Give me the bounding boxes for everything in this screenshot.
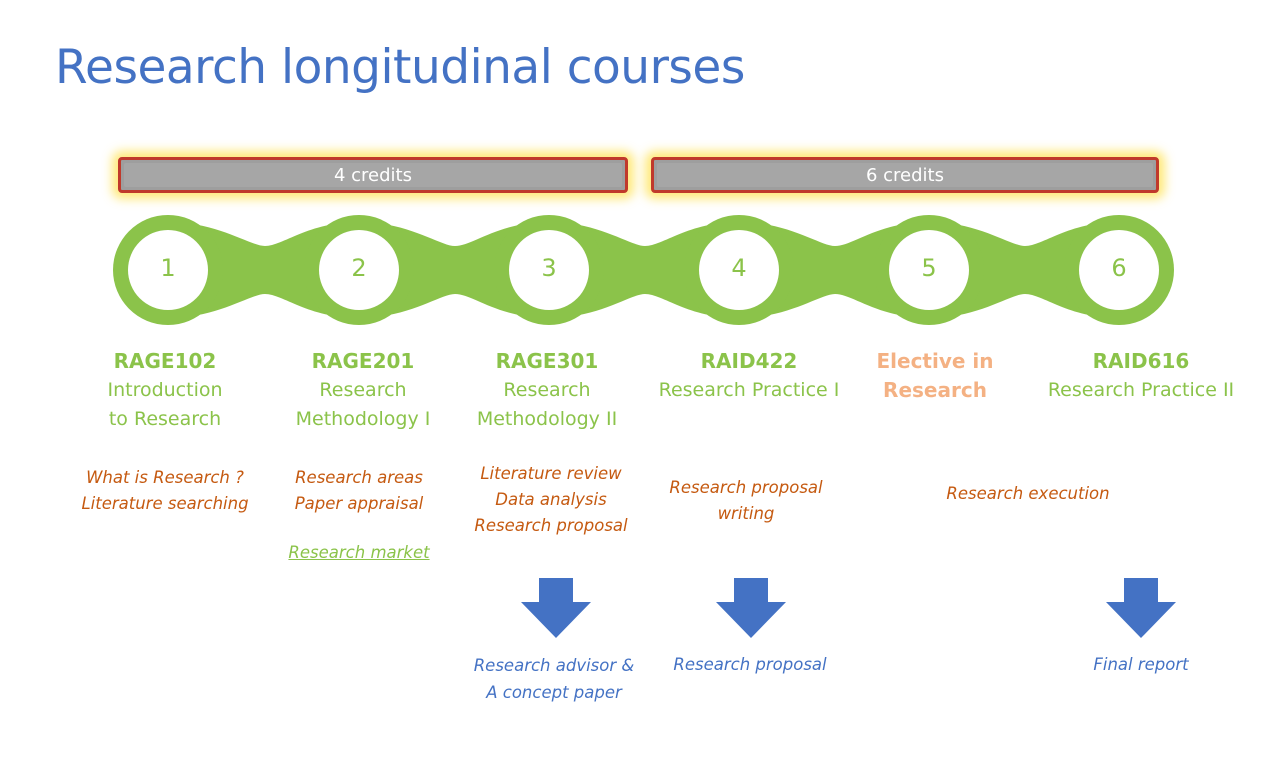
topic-item: Research proposal xyxy=(474,516,628,535)
course-name: Research xyxy=(883,378,987,402)
output-6: Final report xyxy=(1031,651,1251,678)
topic-item: Literature review xyxy=(480,464,622,483)
topic-item: Research execution xyxy=(946,484,1110,503)
course-name: Research Practice I xyxy=(658,379,840,401)
research-market-link[interactable]: Research market xyxy=(288,543,430,562)
output-item: Final report xyxy=(1093,655,1189,674)
step-number-2: 2 xyxy=(351,254,367,282)
course-name: to Research xyxy=(108,408,222,430)
topics-1: What is Research ? Literature searching xyxy=(55,465,275,517)
page-title: Research longitudinal courses xyxy=(55,40,745,95)
course-code: RAGE201 xyxy=(311,349,415,373)
course-1: RAGE102 Introduction to Research xyxy=(65,347,265,434)
course-name: Methodology I xyxy=(295,408,431,430)
course-code: RAID616 xyxy=(1092,349,1190,373)
arrow-down-icon xyxy=(1106,578,1176,638)
output-item: Research advisor & xyxy=(473,656,635,675)
course-name: Methodology II xyxy=(476,408,618,430)
course-4: RAID422 Research Practice I xyxy=(649,347,849,405)
topic-item: Research areas xyxy=(295,468,423,487)
course-name: Elective in xyxy=(876,349,994,373)
course-name: Research Practice II xyxy=(1047,379,1235,401)
course-code: RAID422 xyxy=(700,349,798,373)
course-name: Introduction xyxy=(107,379,223,401)
topics-3: Literature review Data analysis Research… xyxy=(441,461,661,539)
step-number-5: 5 xyxy=(921,254,937,282)
topic-item: writing xyxy=(717,504,775,523)
output-3: Research advisor & A concept paper xyxy=(444,652,664,706)
output-item: A concept paper xyxy=(486,683,622,702)
course-6: RAID616 Research Practice II xyxy=(1041,347,1241,405)
credits-label: 4 credits xyxy=(333,164,412,186)
topics-5-6: Research execution xyxy=(918,481,1138,507)
topics-4: Research proposal writing xyxy=(636,475,856,527)
topics-2: Research areas Paper appraisal xyxy=(249,465,469,517)
credits-label: 6 credits xyxy=(865,164,944,186)
step-number-6: 6 xyxy=(1111,254,1127,282)
output-item: Research proposal xyxy=(673,655,827,674)
topic-item: Literature searching xyxy=(81,494,249,513)
course-5-elective: Elective in Research xyxy=(835,347,1035,405)
step-number-3: 3 xyxy=(541,254,557,282)
credits-bar-6: 6 credits xyxy=(651,157,1159,193)
credits-bar-4: 4 credits xyxy=(118,157,628,193)
course-name: Research xyxy=(503,379,591,401)
step-number-1: 1 xyxy=(160,254,176,282)
output-4: Research proposal xyxy=(640,651,860,678)
course-code: RAGE102 xyxy=(113,349,217,373)
arrow-down-icon xyxy=(521,578,591,638)
topic-item: Paper appraisal xyxy=(294,494,424,513)
arrow-down-icon xyxy=(716,578,786,638)
course-2: RAGE201 Research Methodology I xyxy=(263,347,463,434)
course-code: RAGE301 xyxy=(495,349,599,373)
course-name: Research xyxy=(319,379,407,401)
topic-item: Data analysis xyxy=(495,490,607,509)
topic-item: Research proposal xyxy=(669,478,823,497)
course-3: RAGE301 Research Methodology II xyxy=(447,347,647,434)
step-number-4: 4 xyxy=(731,254,747,282)
topic-item: What is Research ? xyxy=(86,468,244,487)
